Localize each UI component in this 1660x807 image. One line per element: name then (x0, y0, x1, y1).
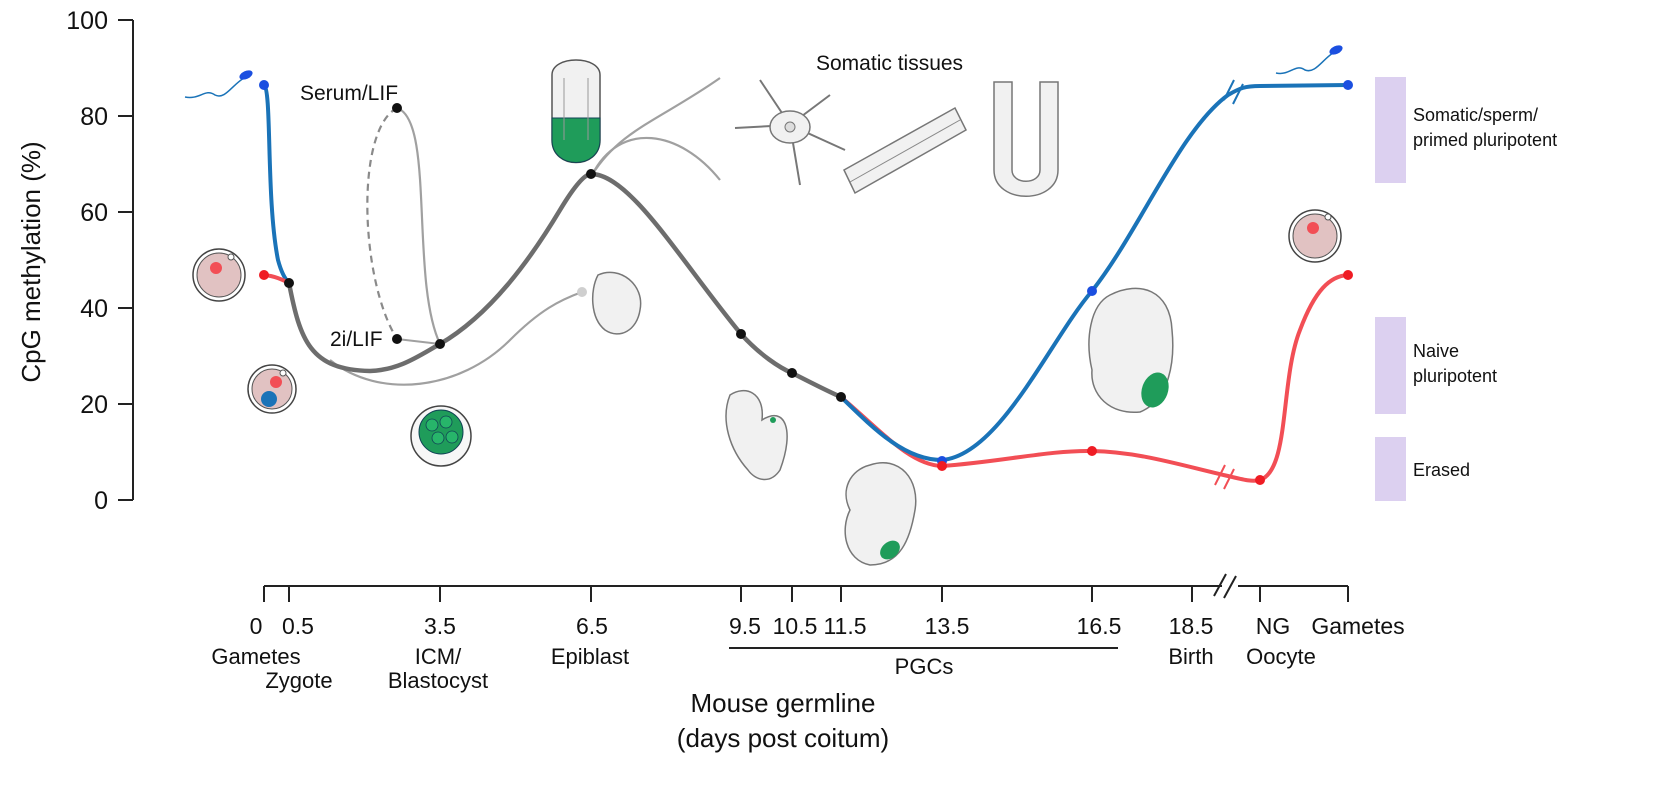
stage-label-epiblast: Epiblast (551, 644, 629, 669)
stage-label-birth: Birth (1168, 644, 1213, 669)
legend-band-naive (1375, 317, 1406, 414)
x-tick-label: 18.5 (1169, 613, 1214, 639)
zygote-icon (247, 364, 297, 414)
x-tick-label: NG (1256, 613, 1291, 639)
stage-label-pgcs: PGCs (895, 654, 954, 679)
muscle-icon (843, 106, 967, 195)
data-point (586, 169, 596, 179)
paternal-pgc-curve (839, 83, 1349, 463)
x-tick-label: 16.5 (1077, 613, 1122, 639)
y-axis: 0 20 40 60 80 100 CpG methylation (%) (16, 7, 134, 515)
x-tick-label: 6.5 (576, 613, 608, 639)
legend-label-naive-1: Naive (1413, 341, 1459, 361)
stage-label-oocyte: Oocyte (1246, 644, 1316, 669)
data-point (736, 329, 746, 339)
sperm-icon (184, 70, 253, 99)
common-curve (286, 171, 842, 400)
embryo-e165-icon (1088, 287, 1174, 413)
x-tick-label: 0 (250, 613, 263, 639)
paternal-break-mark (1223, 79, 1244, 105)
maternal-break-mark (1214, 464, 1235, 490)
data-point (1087, 286, 1097, 296)
oocyte-icon (192, 248, 246, 302)
embryo-e135-icon (844, 462, 917, 566)
data-point (259, 80, 269, 90)
blastocyst-icon (410, 405, 472, 467)
stage-label-zygote: Zygote (265, 668, 332, 693)
x-tick-label: 11.5 (823, 613, 866, 639)
legend-label-naive-2: pluripotent (1413, 366, 1497, 386)
embryo-e95-icon (725, 390, 788, 481)
data-point (1343, 80, 1353, 90)
sperm-icon (1275, 45, 1343, 75)
x-tick-label: 0.5 (282, 613, 314, 639)
data-point (1087, 446, 1097, 456)
somatic-branch-lower (591, 137, 721, 181)
y-tick-label: 0 (94, 487, 108, 515)
extraembryonic-icon (591, 271, 642, 335)
stage-label-blastocyst: Blastocyst (388, 668, 488, 693)
legend-label-somatic-1: Somatic/sperm/ (1413, 105, 1538, 125)
serum-lif-branch (396, 106, 441, 345)
oocyte-icon (1288, 209, 1342, 263)
somatic-tissues-label: Somatic tissues (816, 52, 963, 75)
y-tick-label: 80 (80, 103, 108, 131)
data-point (435, 339, 445, 349)
x-tick-label: 3.5 (424, 613, 456, 639)
y-tick-label: 20 (80, 391, 108, 419)
data-point (1255, 475, 1265, 485)
data-point (577, 287, 587, 297)
methylation-curves (259, 77, 1353, 490)
stage-label-icm: ICM/ (415, 644, 462, 669)
stage-label-gametes: Gametes (211, 644, 300, 669)
y-tick-label: 100 (66, 7, 108, 35)
serum-lif-dashed-branch (366, 107, 398, 340)
legend-band-erased (1375, 437, 1406, 501)
2i-lif-label: 2i/LIF (330, 328, 383, 351)
axis-break-mark (1213, 573, 1237, 599)
intestine-icon (993, 81, 1059, 197)
data-point (787, 368, 797, 378)
epiblast-icon (551, 59, 601, 164)
x-tick-label: 13.5 (925, 613, 970, 639)
x-tick-label: 9.5 (729, 613, 761, 639)
paternal-early-curve (262, 83, 291, 285)
x-axis-title-line2: (days post coitum) (677, 723, 889, 753)
extraembryonic-branch (329, 290, 583, 386)
data-point (259, 270, 269, 280)
y-axis-title: CpG methylation (%) (16, 141, 46, 382)
y-tick-label: 40 (80, 295, 108, 323)
legend: Somatic/sperm/ primed pluripotent Naive … (1375, 77, 1557, 501)
legend-label-erased: Erased (1413, 460, 1470, 480)
data-point (937, 461, 947, 471)
2i-lif-branch (396, 338, 441, 345)
legend-band-somatic (1375, 77, 1406, 183)
x-axis-title-line1: Mouse germline (691, 688, 876, 718)
data-point (392, 103, 402, 113)
y-tick-label: 60 (80, 199, 108, 227)
x-tick-label: 10.5 (773, 613, 818, 639)
legend-label-somatic-2: primed pluripotent (1413, 130, 1557, 150)
data-point (284, 278, 294, 288)
x-axis: 0 0.5 3.5 6.5 9.5 10.5 11.5 13.5 16.5 18… (211, 573, 1405, 753)
neuron-icon (734, 79, 846, 186)
data-point (836, 392, 846, 402)
data-point (1343, 270, 1353, 280)
data-point (392, 334, 402, 344)
x-tick-label: Gametes (1311, 613, 1404, 639)
serum-lif-label: Serum/LIF (300, 82, 398, 105)
